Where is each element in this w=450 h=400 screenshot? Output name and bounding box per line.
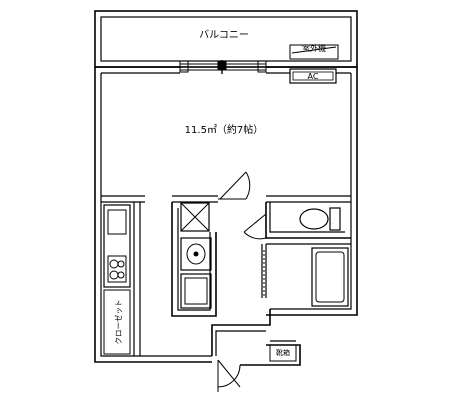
closet-label: クローゼット — [113, 300, 123, 345]
outdoor-unit — [289, 44, 339, 60]
balcony-window — [179, 60, 267, 74]
room-area-label: 11.5㎡（約7帖） — [185, 123, 264, 136]
ac-label: AC — [308, 72, 319, 81]
kitchen-counter — [103, 204, 131, 288]
room-door — [218, 171, 251, 200]
toilet-door — [243, 213, 267, 240]
shoe-box-label: 靴箱 — [276, 348, 290, 357]
shower-tray — [180, 273, 212, 309]
bathtub — [311, 247, 349, 307]
toilet-icon — [299, 207, 341, 231]
washing-machine-space — [180, 202, 210, 232]
air-conditioner — [289, 68, 337, 84]
closet — [103, 289, 131, 355]
entrance-door — [217, 359, 241, 392]
outdoor-unit-label: 室外機 — [302, 43, 326, 53]
washbasin-icon — [180, 237, 212, 271]
stove-icon — [109, 259, 125, 280]
shoe-box — [269, 344, 297, 362]
balcony-label: バルコニー — [199, 29, 249, 41]
